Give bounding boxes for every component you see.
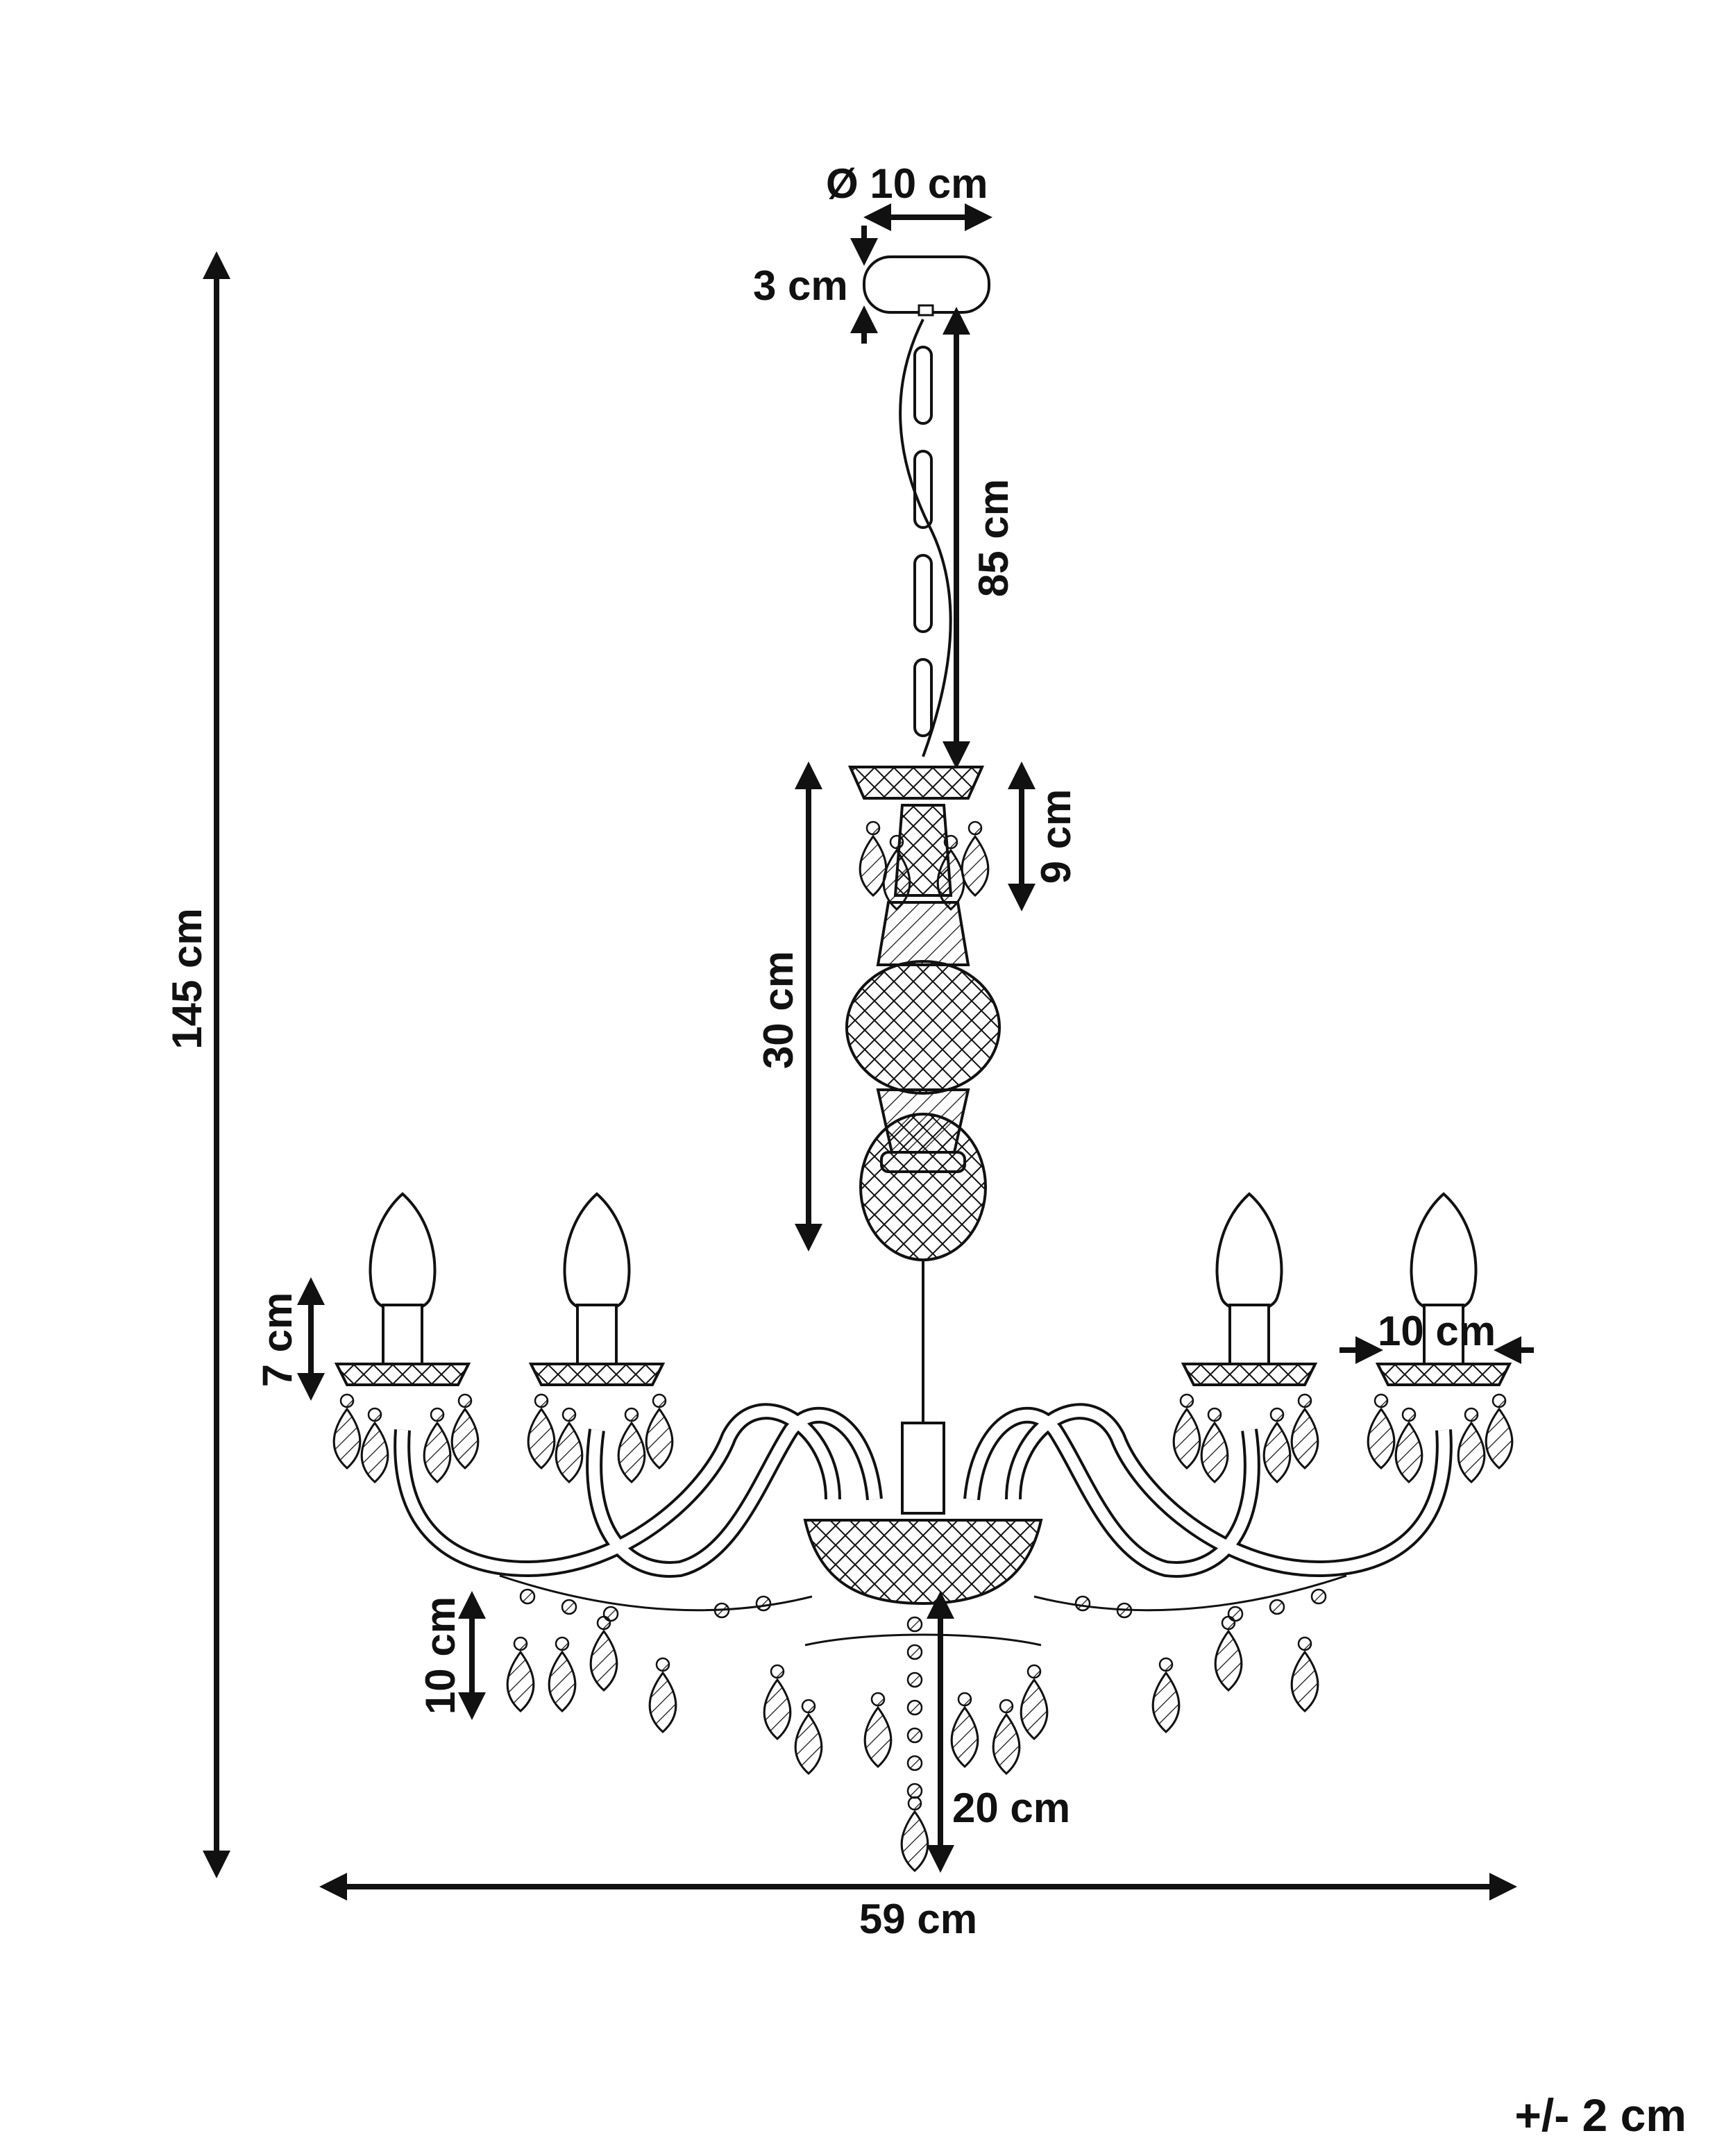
ceiling-canopy <box>863 255 990 314</box>
candle-2 <box>530 1193 664 1386</box>
candle-1 <box>335 1193 470 1386</box>
label-column-height: 30 cm <box>755 951 802 1069</box>
label-total-height: 145 cm <box>164 908 210 1050</box>
label-candle-height: 7 cm <box>254 1292 301 1388</box>
label-cup-width: 10 cm <box>1378 1308 1496 1354</box>
chandelier-drawing <box>332 255 1514 1872</box>
label-total-width: 59 cm <box>859 1896 977 1942</box>
label-crown-height: 9 cm <box>1033 789 1079 884</box>
candle-3 <box>1182 1193 1317 1386</box>
dimension-lines <box>203 203 1534 1901</box>
label-tolerance: +/- 2 cm <box>1514 2089 1687 2141</box>
column-ball-upper <box>845 960 1001 1095</box>
dimension-labels: Ø 10 cm 3 cm 85 cm 9 cm 30 cm 145 cm 7 c… <box>164 160 1687 2141</box>
column-ball-lower <box>859 1113 987 1261</box>
center-strand <box>900 1616 929 1872</box>
label-canopy-height: 3 cm <box>753 262 848 309</box>
center-bowl <box>803 1519 1043 1606</box>
candle-4 <box>1376 1193 1511 1386</box>
label-drop-length: 10 cm <box>417 1597 464 1715</box>
label-chain-length: 85 cm <box>970 479 1017 597</box>
label-ceiling-diameter: Ø 10 cm <box>826 160 988 207</box>
crown <box>847 766 985 800</box>
chain <box>899 319 952 757</box>
label-center-drop: 20 cm <box>952 1785 1070 1831</box>
